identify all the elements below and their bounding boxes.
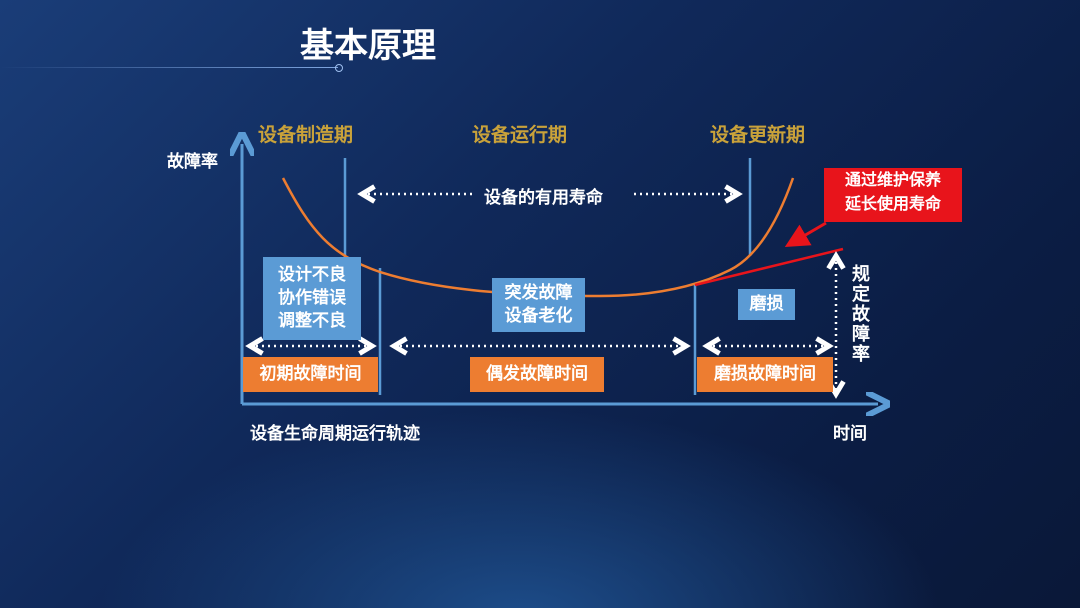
wear-failure-period: 磨损故障时间 — [697, 357, 833, 392]
random-failure-period: 偶发故障时间 — [470, 357, 604, 392]
specified-rate-label: 规定故障率 — [849, 264, 870, 364]
extended-life-line — [694, 247, 844, 287]
lifecycle-caption: 设备生命周期运行轨迹 — [250, 424, 420, 444]
cause-text: 设计不良 — [278, 265, 346, 285]
useful-life-label: 设备的有用寿命 — [484, 188, 603, 208]
early-causes-box: 设计不良 协作错误 调整不良 — [263, 257, 361, 340]
phase-renewal: 设备更新期 — [710, 124, 806, 146]
phase-operation: 设备运行期 — [472, 124, 568, 146]
cause-text: 磨损 — [749, 294, 784, 314]
random-causes-box: 突发故障 设备老化 — [492, 278, 585, 332]
cause-text: 突发故障 — [504, 283, 573, 303]
early-failure-period: 初期故障时间 — [243, 357, 378, 392]
y-axis-label: 故障率 — [167, 152, 218, 172]
callout-line: 延长使用寿命 — [844, 194, 941, 213]
callout-line: 通过维护保养 — [844, 170, 941, 189]
title-underline — [0, 67, 338, 68]
wear-causes-box: 磨损 — [738, 289, 795, 320]
title-dot — [335, 64, 343, 72]
callout-box: 通过维护保养 延长使用寿命 — [824, 168, 962, 222]
callout-arrow — [784, 221, 827, 248]
page-title: 基本原理 — [300, 26, 436, 66]
cause-text: 调整不良 — [278, 311, 346, 331]
cause-text: 设备老化 — [504, 306, 573, 326]
cause-text: 协作错误 — [278, 288, 346, 308]
x-axis-label: 时间 — [833, 424, 867, 444]
phase-manufacturing: 设备制造期 — [258, 124, 354, 146]
